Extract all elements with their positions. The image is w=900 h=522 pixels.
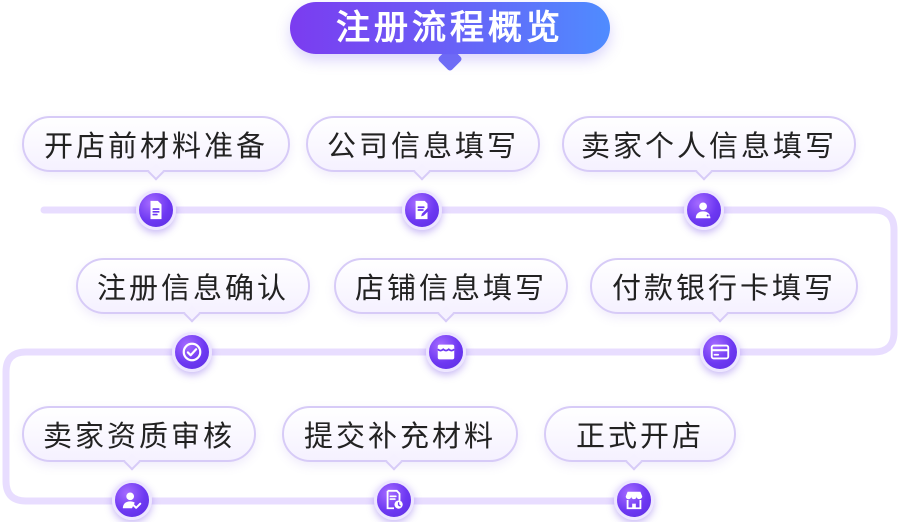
step-card-submit-materials: 提交补充材料 — [282, 406, 518, 462]
step-card-materials-prep: 开店前材料准备 — [22, 116, 290, 172]
store-awning-icon — [426, 332, 466, 372]
check-circle-icon — [172, 332, 212, 372]
step-card-store-opening: 正式开店 — [544, 406, 736, 462]
step-card-seller-personal-info: 卖家个人信息填写 — [562, 116, 856, 172]
document-clock-icon — [374, 480, 414, 520]
shop-front-icon — [614, 480, 654, 520]
user-verify-icon — [112, 480, 152, 520]
credit-card-icon — [700, 332, 740, 372]
user-profile-icon — [684, 190, 724, 230]
page-title: 注册流程概览 — [290, 2, 610, 54]
edit-document-icon — [402, 190, 442, 230]
step-card-registration-confirm: 注册信息确认 — [76, 258, 310, 314]
step-card-store-info: 店铺信息填写 — [334, 258, 568, 314]
step-card-bank-card: 付款银行卡填写 — [590, 258, 858, 314]
step-card-company-info: 公司信息填写 — [306, 116, 540, 172]
step-card-seller-qualification-review: 卖家资质审核 — [22, 406, 256, 462]
document-icon — [136, 190, 176, 230]
